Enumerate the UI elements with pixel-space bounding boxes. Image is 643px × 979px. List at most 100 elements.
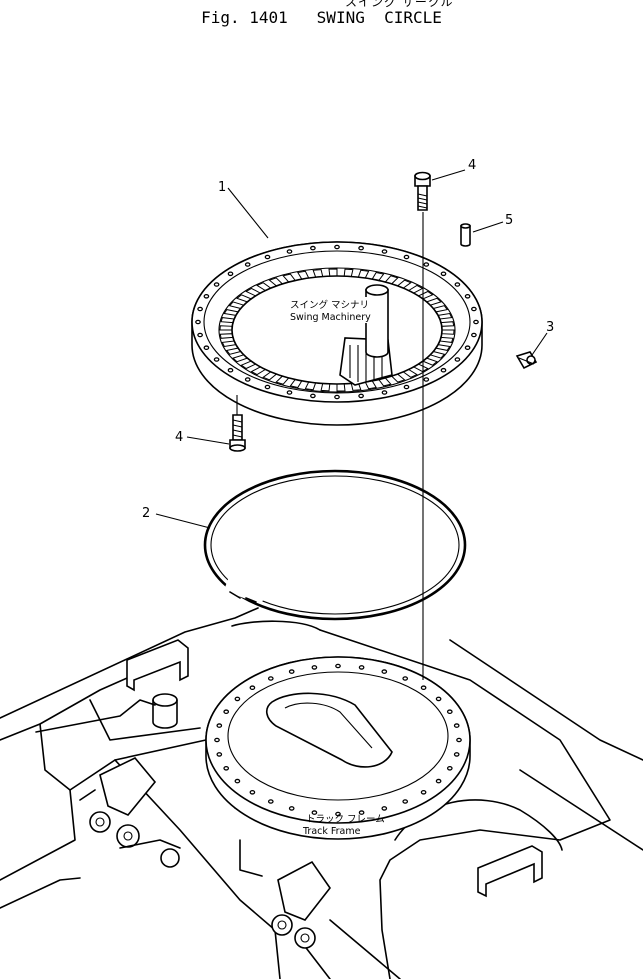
bolt-hole <box>358 245 364 251</box>
bolt-hole <box>288 669 295 674</box>
figure-title: Fig. 1401 SWING CIRCLE <box>201 8 442 27</box>
bolt-hole <box>288 806 295 811</box>
bolt-hole <box>311 810 318 815</box>
bolt-hole <box>334 244 340 250</box>
bolt-hole <box>446 765 453 771</box>
bolt-hole <box>471 332 477 338</box>
bolt-hole <box>381 806 388 811</box>
bolt-hole <box>264 254 271 260</box>
bolt-hole <box>216 752 223 757</box>
track-frame-label-jp: トラック フレーム <box>306 814 385 825</box>
bolt-hole <box>203 345 210 351</box>
seal-ring <box>203 469 467 621</box>
track-frame-note: トラック フレーム Track Frame <box>302 814 385 837</box>
bolt-hole <box>440 271 447 277</box>
leader-lines <box>155 169 548 529</box>
bolt-hole <box>446 709 453 714</box>
grease-fitting <box>515 351 538 370</box>
bolt-hole <box>381 669 388 674</box>
bolt-hole <box>454 357 461 362</box>
bolt-hole <box>381 390 388 395</box>
bolt-hole <box>197 306 203 312</box>
bolt-hole <box>423 262 430 267</box>
bolt-hole <box>214 737 220 743</box>
callout-2: 2 <box>142 506 150 521</box>
bolt-hole <box>267 676 274 681</box>
bolt-hole <box>227 271 234 277</box>
bolt-hole <box>423 377 430 382</box>
callout-5: 5 <box>505 213 513 228</box>
bolt-hole <box>311 665 318 670</box>
callout-3: 3 <box>546 320 554 335</box>
gear-tooth <box>220 317 235 324</box>
swing-machinery-label-jp: スイング マシナリ <box>290 299 369 311</box>
bolt-hole <box>244 262 251 267</box>
bolt-hole <box>264 384 271 390</box>
track-frame-mounting-ring <box>205 656 471 840</box>
bolt-hole <box>334 394 340 400</box>
bolt-hole <box>403 384 410 390</box>
bolt-hole <box>223 765 230 771</box>
bolt-hole <box>244 377 251 382</box>
bolt-hole <box>435 778 442 784</box>
bolt-hole <box>381 249 388 254</box>
bolt-hole <box>203 293 210 299</box>
bolt-hole <box>420 789 427 795</box>
bolt-hole <box>454 282 461 287</box>
dowel-pin <box>460 223 471 247</box>
bolt-hole <box>249 789 256 795</box>
bolt-hole <box>402 799 409 804</box>
gear-tooth <box>440 321 455 327</box>
bolt-hole <box>358 665 365 670</box>
swing-machinery-label: Swing Machinery <box>290 312 371 323</box>
bolt-hole <box>213 357 220 362</box>
gear-tooth <box>439 336 454 343</box>
gear-tooth <box>219 333 234 339</box>
bolt-hole <box>473 319 479 325</box>
bolt-hole <box>335 811 341 817</box>
bolt-hole <box>310 245 316 251</box>
bolt-hole <box>440 367 447 373</box>
bolt-hole <box>456 737 462 743</box>
bolt-hole <box>286 249 293 254</box>
bolt-hole <box>234 696 241 702</box>
bolt-hole <box>335 663 341 669</box>
gear-tooth <box>328 268 338 277</box>
bolt-hole <box>223 709 230 714</box>
bolt-hole <box>249 685 256 690</box>
figure-title-japanese: スイング サークル <box>345 0 454 9</box>
swing-circle <box>191 241 483 426</box>
bolt-hole <box>435 696 442 702</box>
bolt-hole <box>453 723 460 728</box>
bolt-hole <box>471 306 477 312</box>
gear-tooth <box>219 325 233 331</box>
bolt-hole <box>286 390 293 395</box>
callout-4-top: 4 <box>468 158 476 173</box>
bolt-bottom <box>229 414 246 452</box>
gear-tooth <box>441 329 455 335</box>
bolt-hole <box>403 254 410 260</box>
bolt-hole <box>213 282 220 287</box>
bolt-hole <box>267 799 274 804</box>
callout-4-bottom: 4 <box>175 430 183 445</box>
bolt-hole <box>195 319 201 325</box>
bolt-hole <box>464 345 471 351</box>
bolt-top <box>414 171 431 211</box>
bolt-hole <box>358 393 364 399</box>
track-frame <box>0 607 643 979</box>
bolt-hole <box>402 676 409 681</box>
bolt-hole <box>234 778 241 784</box>
bolt-hole <box>197 332 203 338</box>
swing-machinery-note: スイング マシナリ Swing Machinery <box>286 297 376 323</box>
bolt-hole <box>227 367 234 373</box>
bolt-hole <box>420 685 427 690</box>
bolt-hole <box>464 293 471 299</box>
bolt-hole <box>358 810 365 815</box>
track-frame-label: Track Frame <box>302 826 361 837</box>
bolt-hole <box>216 723 223 728</box>
gear-tooth <box>336 383 346 392</box>
bolt-hole <box>453 752 460 757</box>
bolt-hole <box>310 393 316 399</box>
callout-1: 1 <box>218 180 226 195</box>
